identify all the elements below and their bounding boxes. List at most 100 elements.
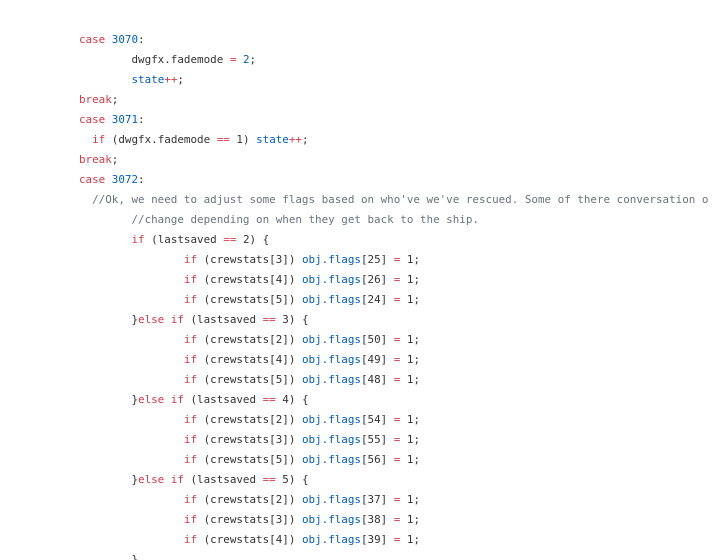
code-line: dwgfx.fademode = 2; (79, 50, 708, 70)
code-token: [55] (360, 433, 394, 446)
code-token: (crewstats[2]) (197, 413, 302, 426)
keyword-token: case (79, 33, 112, 46)
code-token: 1; (400, 353, 421, 366)
code-token: (lastsaved (183, 313, 263, 326)
keyword-token: else if (138, 473, 184, 486)
code-line: } (79, 550, 708, 560)
operator-token: == (262, 313, 276, 326)
property-token: obj.flags (301, 253, 361, 266)
code-token (79, 73, 131, 86)
operator-token: = (393, 333, 401, 346)
code-token: [26] (360, 273, 394, 286)
keyword-token: if (183, 513, 198, 526)
code-line: if (lastsaved == 2) { (79, 230, 708, 250)
property-token: obj.flags (301, 373, 361, 386)
code-line: if (crewstats[3]) obj.flags[55] = 1; (79, 430, 708, 450)
code-line: if (crewstats[2]) obj.flags[54] = 1; (79, 410, 708, 430)
code-line: //Ok, we need to adjust some flags based… (79, 190, 708, 210)
code-token: 1; (400, 433, 421, 446)
operator-token: = (393, 413, 401, 426)
property-token: obj.flags (301, 333, 361, 346)
property-token: obj.flags (301, 453, 361, 466)
code-line: if (crewstats[5]) obj.flags[48] = 1; (79, 370, 708, 390)
code-token: (lastsaved (183, 473, 263, 486)
code-token: (crewstats[3]) (197, 253, 302, 266)
code-token: : (138, 113, 145, 126)
code-line: //change depending on when they get back… (79, 210, 708, 230)
code-token: (crewstats[4]) (197, 533, 302, 546)
code-token: [49] (360, 353, 394, 366)
code-token (79, 233, 131, 246)
keyword-token: if (183, 373, 198, 386)
keyword-token: else if (138, 393, 184, 406)
code-token (79, 293, 184, 306)
property-token: obj.flags (301, 353, 361, 366)
keyword-token: if (183, 413, 198, 426)
property-token: obj.flags (301, 493, 361, 506)
operator-token: ++ (164, 73, 178, 86)
operator-token: = (393, 293, 401, 306)
code-line: case 3072: (79, 170, 708, 190)
keyword-token: if (92, 133, 106, 146)
code-token: dwgfx.fademode (79, 53, 230, 66)
code-token: [39] (360, 533, 394, 546)
code-token: ; (302, 133, 309, 146)
property-token: obj.flags (301, 533, 361, 546)
keyword-token: case (79, 113, 112, 126)
code-token: [48] (360, 373, 394, 386)
code-block: case 3070: dwgfx.fademode = 2; state++;b… (79, 30, 708, 560)
code-token: (crewstats[3]) (197, 433, 302, 446)
code-token (79, 333, 184, 346)
code-token: (crewstats[4]) (197, 273, 302, 286)
code-line: if (crewstats[3]) obj.flags[25] = 1; (79, 250, 708, 270)
keyword-token: else if (138, 313, 184, 326)
code-line: case 3070: (79, 30, 708, 50)
code-token: 3) { (275, 313, 309, 326)
keyword-token: if (183, 433, 198, 446)
code-token: ; (111, 93, 119, 106)
code-token: [25] (360, 253, 394, 266)
keyword-token: case (79, 173, 112, 186)
operator-token: = (229, 53, 237, 66)
comment-token: //change depending on when they get back… (79, 213, 479, 226)
code-token: 1; (400, 273, 421, 286)
code-token: (crewstats[5]) (197, 373, 302, 386)
keyword-token: if (183, 353, 198, 366)
code-line: if (crewstats[5]) obj.flags[56] = 1; (79, 450, 708, 470)
operator-token: ++ (288, 133, 302, 146)
code-token: [54] (360, 413, 394, 426)
code-token: 1; (400, 413, 421, 426)
code-token: ; (177, 73, 184, 86)
code-line: break; (79, 90, 708, 110)
property-token: obj.flags (301, 293, 361, 306)
code-line: if (crewstats[4]) obj.flags[49] = 1; (79, 350, 708, 370)
code-token: 1; (400, 493, 421, 506)
operator-token: = (393, 273, 401, 286)
code-token: 1; (400, 453, 421, 466)
operator-token: = (393, 453, 401, 466)
code-token: (crewstats[2]) (197, 493, 302, 506)
code-line: if (crewstats[3]) obj.flags[38] = 1; (79, 510, 708, 530)
code-line: if (crewstats[2]) obj.flags[37] = 1; (79, 490, 708, 510)
code-token: } (79, 393, 139, 406)
property-token: state (131, 73, 165, 86)
property-token: obj.flags (301, 413, 361, 426)
code-token: : (138, 173, 145, 186)
code-token (79, 353, 184, 366)
keyword-token: if (183, 273, 198, 286)
code-token: 5) { (275, 473, 309, 486)
property-token: state (256, 133, 289, 146)
keyword-token: if (183, 293, 198, 306)
code-token (79, 133, 92, 146)
code-line: state++; (79, 70, 708, 90)
code-token: } (79, 473, 139, 486)
code-line: if (dwgfx.fademode == 1) state++; (79, 130, 708, 150)
number-token: 3071 (111, 113, 139, 126)
operator-token: == (262, 473, 276, 486)
code-token: 1; (400, 253, 421, 266)
code-token: (crewstats[5]) (197, 453, 302, 466)
code-token (79, 273, 184, 286)
code-line: if (crewstats[5]) obj.flags[24] = 1; (79, 290, 708, 310)
operator-token: == (216, 133, 230, 146)
